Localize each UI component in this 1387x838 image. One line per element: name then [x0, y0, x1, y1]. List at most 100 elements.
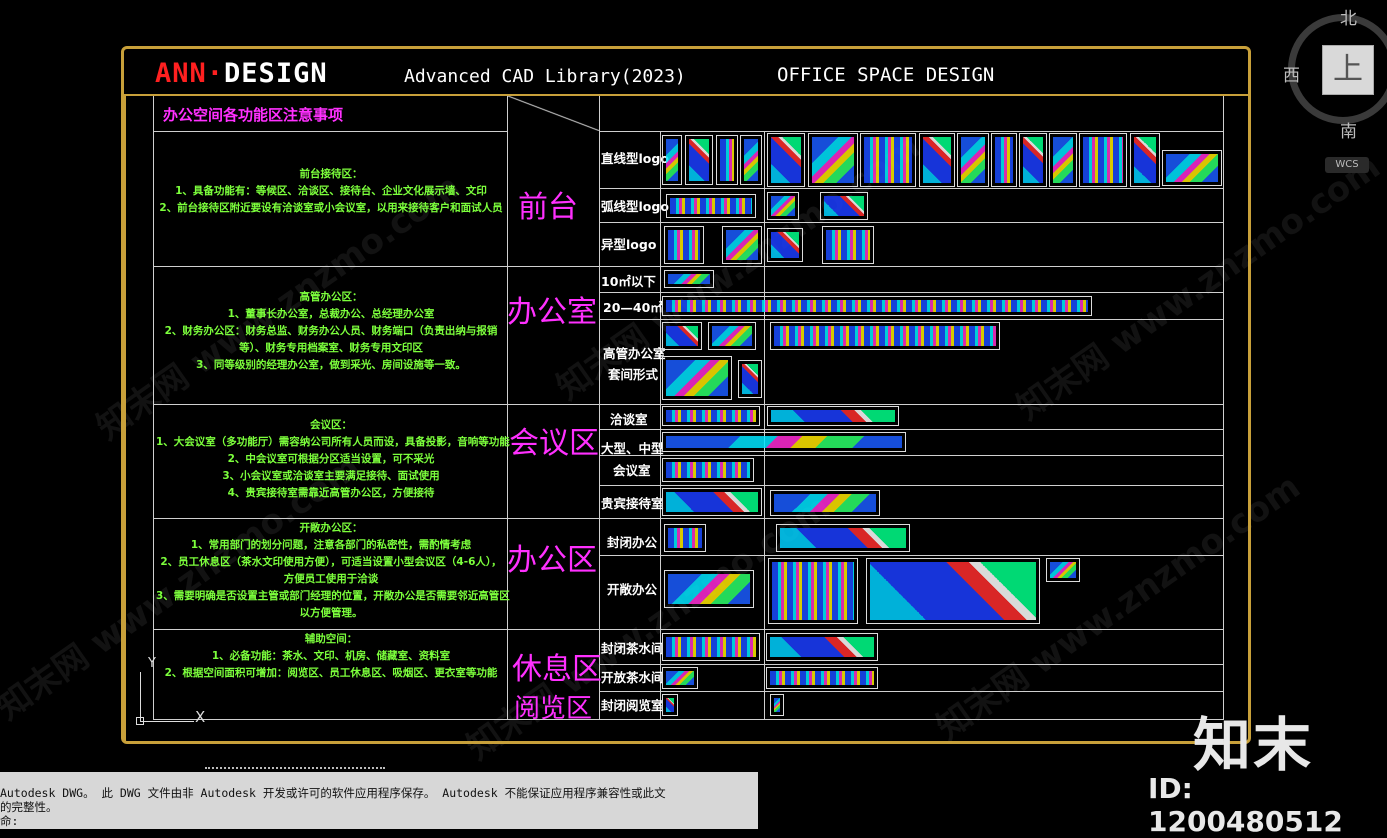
- row-label: 封闭阅览室: [601, 698, 664, 713]
- grid-line: [599, 455, 1223, 456]
- cad-block-thumbnail[interactable]: [822, 226, 874, 264]
- cad-block-thumbnail[interactable]: [740, 135, 762, 185]
- note-line: 2、中会议室可根据分区适当设置，可不采光: [227, 453, 435, 465]
- category-office: 办公室: [507, 295, 597, 330]
- grid-line: [153, 96, 154, 720]
- grid-line: [153, 266, 1223, 267]
- cad-block-thumbnail[interactable]: [768, 558, 858, 624]
- cad-block-thumbnail[interactable]: [722, 226, 762, 264]
- grid-line: [660, 131, 661, 719]
- category-reception: 前台: [518, 190, 578, 225]
- cad-block-thumbnail[interactable]: [708, 322, 756, 350]
- cad-block-thumbnail[interactable]: [662, 633, 760, 661]
- grid-line: [599, 485, 1223, 486]
- command-line[interactable]: Autodesk DWG。 此 DWG 文件由非 Autodesk 开发或许可的…: [0, 772, 758, 829]
- note-line: 2、根据空间面积可增加：阅览区、员工休息区、吸烟区、更衣室等功能: [164, 667, 498, 679]
- cad-block-thumbnail[interactable]: [662, 432, 906, 452]
- cad-block-thumbnail[interactable]: [770, 322, 1000, 350]
- cad-block-thumbnail[interactable]: [767, 228, 803, 262]
- compass-west[interactable]: 西: [1283, 66, 1300, 86]
- cad-block-thumbnail[interactable]: [662, 356, 732, 400]
- cad-block-thumbnail[interactable]: [662, 135, 682, 185]
- cad-block-thumbnail[interactable]: [666, 194, 756, 218]
- cad-block-thumbnail[interactable]: [919, 133, 955, 187]
- cad-block-thumbnail[interactable]: [664, 570, 754, 608]
- note-line: 方便员工使用于洽谈: [283, 573, 379, 585]
- cad-block-thumbnail[interactable]: [1046, 558, 1080, 582]
- ucs-origin: [136, 717, 144, 725]
- notes-reception: 前台接待区： 1、具备功能有：等候区、洽谈区、接待台、企业文化展示墙、文印 2、…: [156, 166, 506, 217]
- cad-block-thumbnail[interactable]: [662, 322, 702, 350]
- row-label: 开放茶水间: [601, 670, 664, 685]
- cad-block-thumbnail[interactable]: [664, 270, 714, 288]
- cad-block-thumbnail[interactable]: [820, 192, 868, 220]
- grid-line: [764, 131, 765, 719]
- brand-title: ANN·DESIGN: [155, 58, 328, 89]
- cad-block-thumbnail[interactable]: [664, 524, 706, 552]
- compass-ring[interactable]: [1288, 14, 1387, 124]
- cad-block-thumbnail[interactable]: [716, 135, 738, 185]
- cad-block-thumbnail[interactable]: [664, 226, 704, 264]
- cad-block-thumbnail[interactable]: [662, 667, 698, 689]
- cad-block-thumbnail[interactable]: [1079, 133, 1127, 187]
- brand-ann: ANN: [155, 58, 207, 89]
- note-line: 1、大会议室（多功能厅）需容纳公司所有人员而设，具备投影，音响等功能: [156, 436, 510, 448]
- title-bar: [124, 49, 1248, 96]
- row-label: 洽谈室: [610, 412, 648, 427]
- wcs-menu-button[interactable]: WCS: [1325, 157, 1369, 173]
- category-rest: 休息区: [512, 652, 602, 687]
- cad-block-thumbnail[interactable]: [1162, 150, 1222, 186]
- note-line: 1、必备功能：茶水、文印、机房、储藏室、资料室: [211, 650, 451, 662]
- row-label: 20—40㎡: [603, 300, 663, 315]
- ucs-x-label: X: [195, 708, 206, 726]
- cad-block-thumbnail[interactable]: [767, 192, 799, 220]
- library-title: Advanced CAD Library(2023): [404, 66, 686, 87]
- cad-block-thumbnail[interactable]: [808, 133, 858, 187]
- note-line: 3、需要明确是否设置主管或部门经理的位置，开敞办公是否需要邻近高管区: [156, 590, 510, 602]
- cad-block-thumbnail[interactable]: [1019, 133, 1047, 187]
- row-label: 贵宾接待室: [601, 496, 664, 511]
- cad-block-thumbnail[interactable]: [860, 133, 916, 187]
- cad-block-thumbnail[interactable]: [738, 360, 762, 398]
- cad-block-thumbnail[interactable]: [1130, 133, 1160, 187]
- cad-block-thumbnail[interactable]: [766, 667, 878, 689]
- cad-block-thumbnail[interactable]: [866, 558, 1040, 624]
- cad-block-thumbnail[interactable]: [1049, 133, 1077, 187]
- cad-block-thumbnail[interactable]: [662, 296, 1092, 316]
- row-label: 套间形式: [608, 367, 659, 382]
- cad-block-thumbnail[interactable]: [662, 406, 760, 426]
- compass-north[interactable]: 北: [1340, 9, 1357, 29]
- cad-block-thumbnail[interactable]: [767, 133, 805, 187]
- grid-line: [153, 518, 1223, 519]
- grid-line: [599, 691, 1223, 692]
- watermark-id: ID: 1200480512: [1148, 772, 1343, 838]
- cad-block-thumbnail[interactable]: [766, 633, 878, 661]
- note-line: 4、贵宾接待室需靠近高管办公区，方便接待: [227, 487, 435, 499]
- row-label: 封闭茶水间: [601, 641, 664, 656]
- compass-south[interactable]: 南: [1340, 122, 1357, 142]
- cad-block-thumbnail[interactable]: [991, 133, 1017, 187]
- cad-block-thumbnail[interactable]: [662, 488, 762, 516]
- cad-block-thumbnail[interactable]: [770, 694, 784, 716]
- cad-block-thumbnail[interactable]: [776, 524, 910, 552]
- row-label: 高管办公室: [603, 346, 666, 361]
- cad-block-thumbnail[interactable]: [685, 135, 713, 185]
- row-label: 直线型logo: [601, 151, 669, 166]
- cad-block-thumbnail[interactable]: [770, 490, 880, 516]
- watermark-logo: 知末: [1193, 711, 1314, 779]
- cad-block-thumbnail[interactable]: [957, 133, 989, 187]
- cad-block-thumbnail[interactable]: [662, 458, 754, 482]
- dotted-grip[interactable]: [205, 767, 385, 769]
- grid-line: [599, 131, 1223, 132]
- row-label: 大型、中型: [601, 441, 664, 456]
- cad-block-thumbnail[interactable]: [767, 406, 899, 426]
- viewcube-top-face[interactable]: 上: [1322, 45, 1374, 95]
- project-title: OFFICE SPACE DESIGN: [777, 64, 995, 86]
- grid-line: [599, 664, 1223, 665]
- note-line: 辅助空间：: [304, 633, 358, 645]
- note-line: 3、小会议室或洽谈室主要满足接待、面试使用: [222, 470, 440, 482]
- notes-executive: 高管办公区： 1、董事长办公室，总裁办公、总经理办公室 2、财务办公区：财务总监…: [156, 289, 506, 374]
- cad-block-thumbnail[interactable]: [662, 694, 678, 716]
- note-line: 开敞办公区：: [299, 522, 363, 534]
- command-prompt[interactable]: 命:: [0, 814, 19, 828]
